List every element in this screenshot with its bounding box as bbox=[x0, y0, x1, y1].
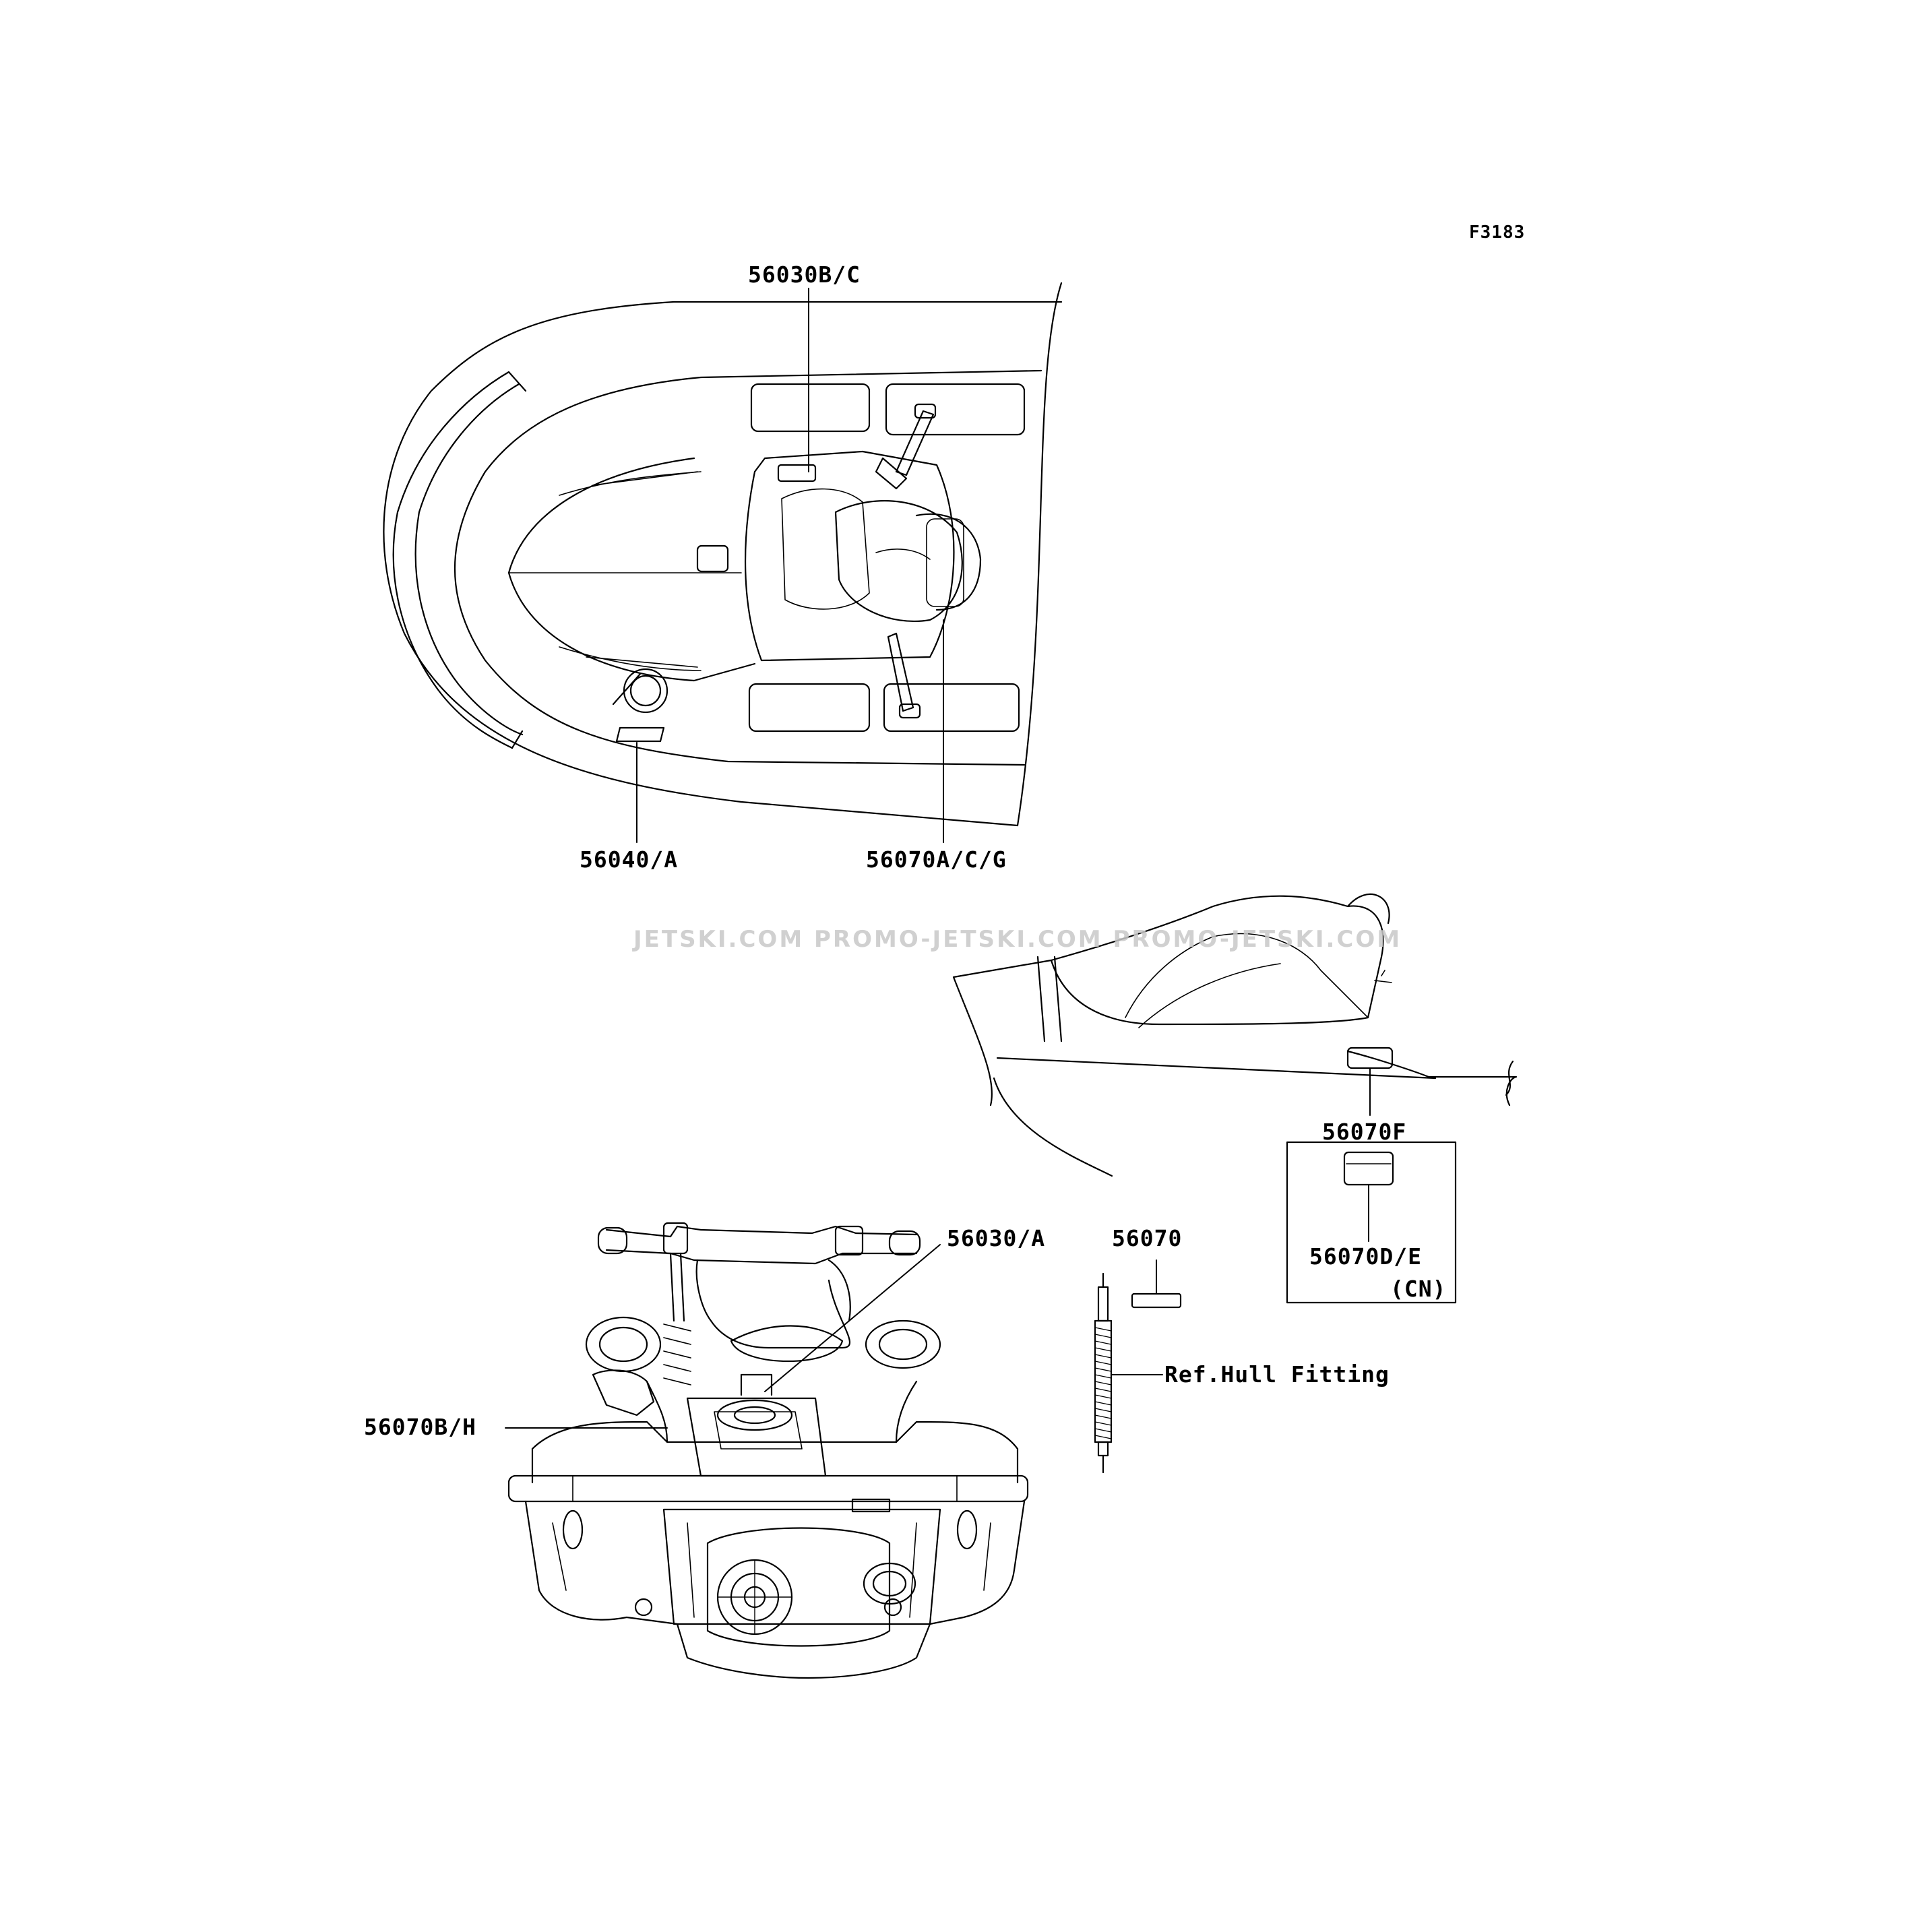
figure-code: F3183 bbox=[1469, 222, 1526, 243]
callout-cn-note: (CN) bbox=[1390, 1276, 1447, 1302]
leader-lines-rear bbox=[505, 1245, 940, 1428]
callout-56030-A: 56030/A bbox=[947, 1225, 1046, 1251]
callout-56070A-C-G: 56070A/C/G bbox=[866, 846, 1007, 873]
callout-56070D-E: 56070D/E bbox=[1309, 1243, 1422, 1270]
rear-view-craft bbox=[509, 1223, 1028, 1678]
leader-lines-top bbox=[637, 288, 943, 842]
callout-56030B-C: 56030B/C bbox=[748, 261, 861, 288]
callout-56040-A: 56040/A bbox=[580, 846, 679, 873]
side-view-seat bbox=[954, 894, 1516, 1176]
top-view-craft bbox=[383, 283, 1061, 825]
callout-56070B-H: 56070B/H bbox=[364, 1414, 476, 1440]
loose-decal-56070 bbox=[1132, 1294, 1181, 1307]
cn-inset-box bbox=[1287, 1142, 1456, 1303]
hull-fitting-spring bbox=[1095, 1274, 1111, 1472]
watermark: JETSKI.COM PROMO-JETSKI.COM PROMO-JETSKI… bbox=[633, 926, 1402, 953]
callout-56070F: 56070F bbox=[1322, 1119, 1407, 1145]
callout-56070: 56070 bbox=[1112, 1225, 1183, 1251]
callout-hull-fitting: Ref.Hull Fitting bbox=[1164, 1361, 1390, 1388]
